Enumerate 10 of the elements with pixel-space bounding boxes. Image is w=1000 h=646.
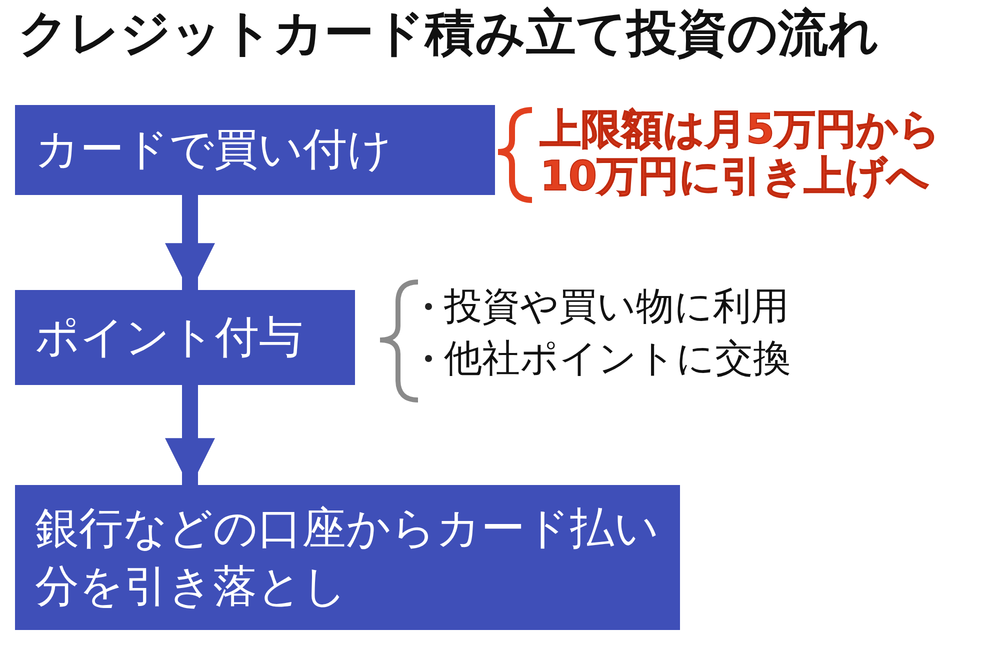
callout-note: 上限額は月5万円から10万円に引き上げへ	[540, 106, 942, 200]
process-box	[15, 290, 355, 385]
process-box	[15, 485, 680, 630]
box-label: ポイント付与	[35, 310, 304, 364]
bullet-text: 投資や買い物に利用	[444, 283, 789, 330]
box-label: 銀行などの口座からカード払い分を引き落とし	[35, 502, 660, 614]
process-box	[15, 105, 495, 195]
diagram-title: クレジットカード積み立て投資の流れ	[18, 8, 879, 58]
bullet-text: 他社ポイントに交換	[444, 334, 791, 382]
box-label: カードで買い付け	[35, 123, 393, 177]
